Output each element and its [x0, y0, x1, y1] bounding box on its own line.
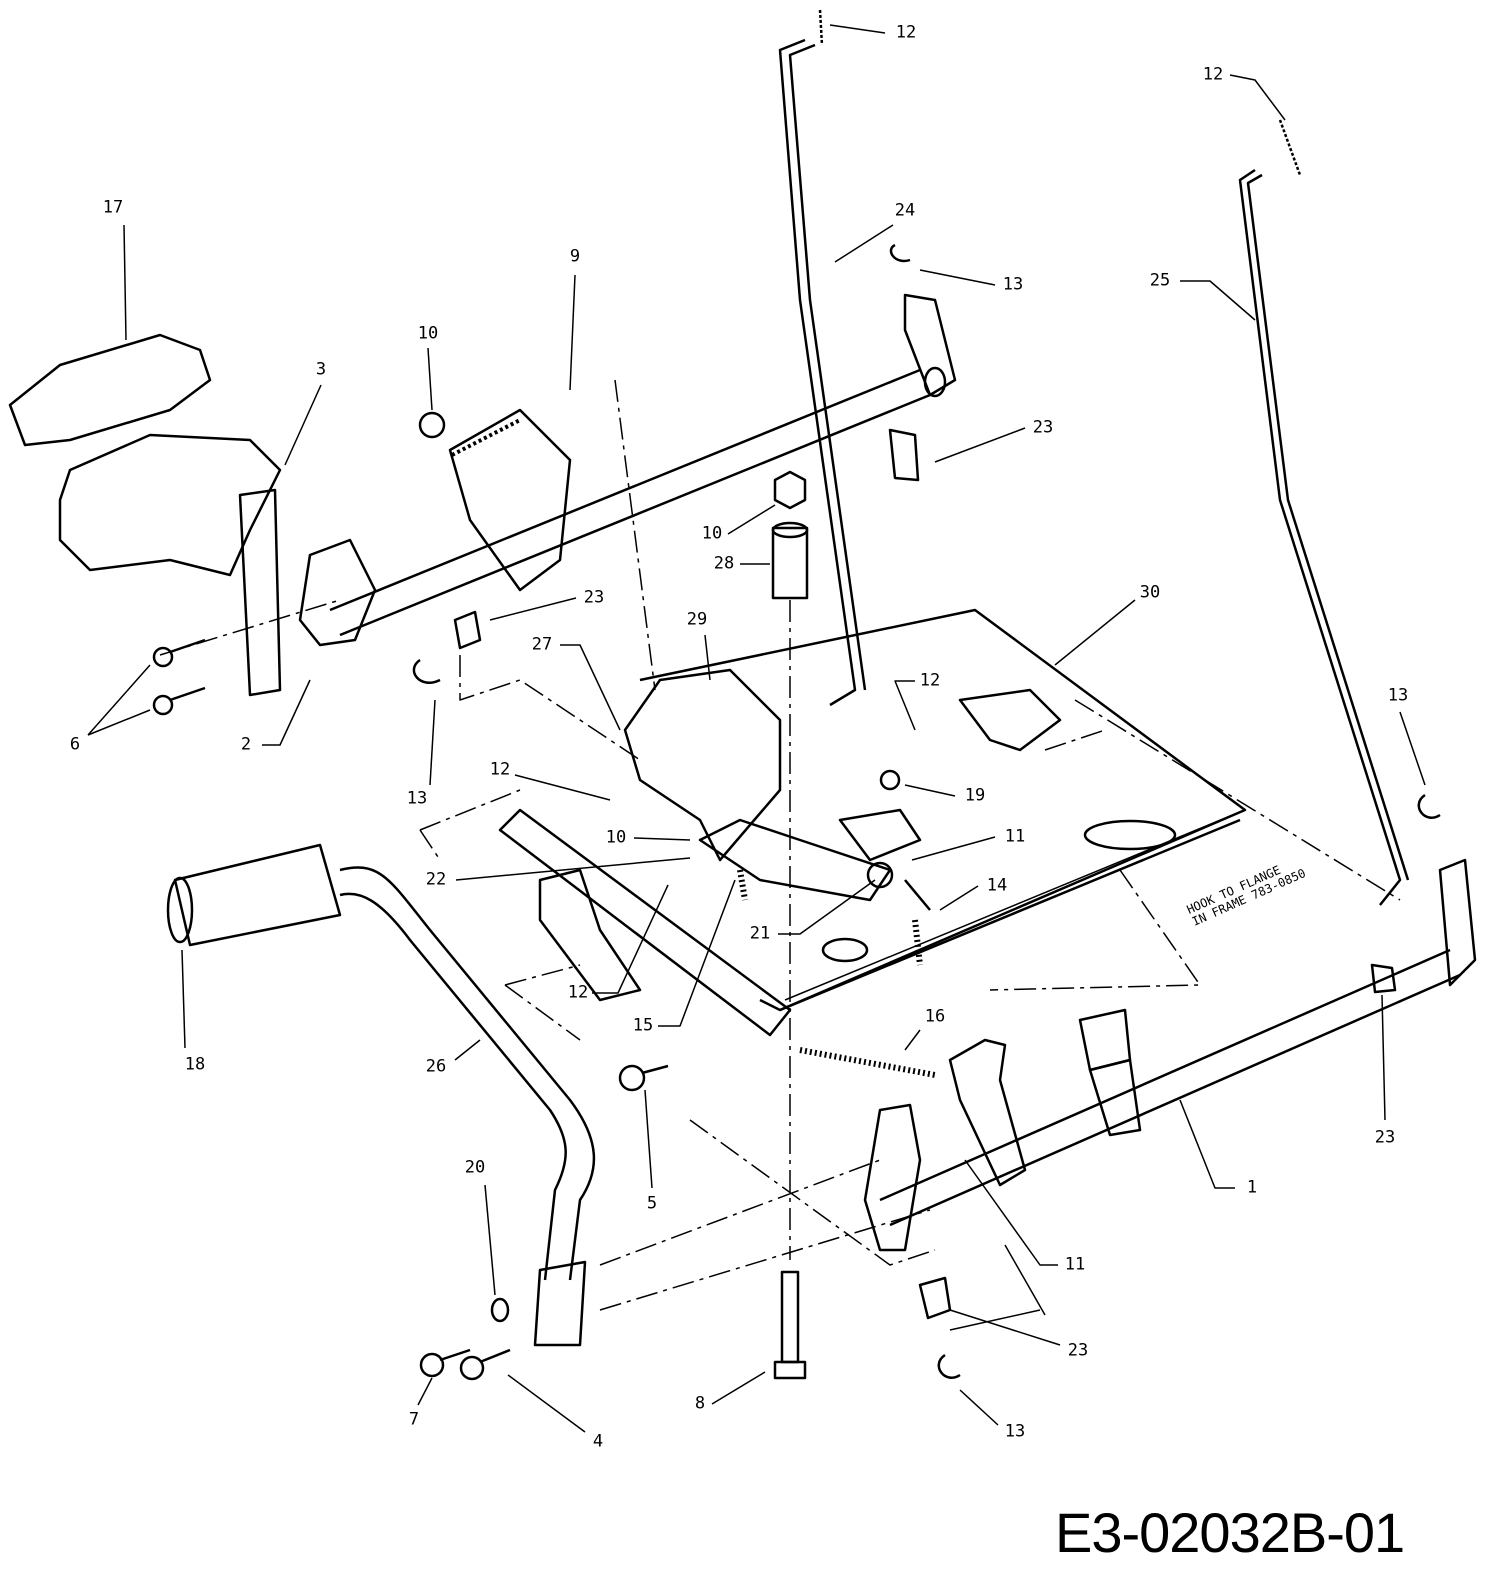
pedal-pads	[8, 333, 377, 697]
control-rods	[778, 38, 1410, 906]
callout-2: 2	[240, 734, 252, 755]
springs	[737, 869, 936, 1078]
callout-13: 13	[1002, 274, 1024, 295]
callout-29: 29	[686, 609, 708, 630]
callout-6: 6	[69, 734, 81, 755]
mounting-plate	[639, 608, 1247, 1012]
callout-25: 25	[1149, 270, 1171, 291]
lower-shaft	[879, 858, 1477, 1227]
callout-10: 10	[417, 323, 439, 344]
spacer-and-nut	[771, 470, 809, 600]
leader-lines	[87, 24, 1426, 1433]
handle-assembly	[166, 843, 596, 1347]
callout-17: 17	[102, 197, 124, 218]
callout-18: 18	[184, 1054, 206, 1075]
callout-13: 13	[1004, 1421, 1026, 1442]
callout-10: 10	[605, 827, 627, 848]
callout-1: 1	[1246, 1177, 1258, 1198]
callout-23: 23	[583, 587, 605, 608]
callout-19: 19	[964, 785, 986, 806]
callout-12: 12	[895, 22, 917, 43]
callout-12: 12	[1202, 64, 1224, 85]
lower-brackets	[863, 1038, 1027, 1252]
callout-14: 14	[986, 875, 1008, 896]
hardware	[152, 9, 1441, 1381]
callout-28: 28	[713, 553, 735, 574]
callout-11: 11	[1064, 1254, 1086, 1275]
callout-15: 15	[632, 1015, 654, 1036]
callout-23: 23	[1032, 417, 1054, 438]
callout-22: 22	[425, 869, 447, 890]
centerlines	[159, 379, 1401, 1311]
callout-9: 9	[569, 246, 581, 267]
callout-23: 23	[1374, 1127, 1396, 1148]
callout-10: 10	[701, 523, 723, 544]
callout-24: 24	[894, 200, 916, 221]
upper-shaft	[329, 293, 957, 637]
callout-12: 12	[567, 982, 589, 1003]
drawing-code: E3-02032B-01	[1055, 1501, 1405, 1564]
callout-26: 26	[425, 1056, 447, 1077]
callout-16: 16	[924, 1006, 946, 1027]
callout-20: 20	[464, 1157, 486, 1178]
callout-3: 3	[315, 359, 327, 380]
callout-13: 13	[1387, 685, 1409, 706]
callout-23: 23	[1067, 1340, 1089, 1361]
callout-12: 12	[919, 670, 941, 691]
center-bracket	[623, 668, 892, 902]
callout-4: 4	[592, 1431, 604, 1452]
sector-bracket	[448, 408, 572, 592]
callout-11: 11	[1004, 826, 1026, 847]
callout-7: 7	[408, 1409, 420, 1430]
callout-21: 21	[749, 923, 771, 944]
pivot-bolt	[773, 1270, 807, 1380]
callout-27: 27	[531, 634, 553, 655]
callout-5: 5	[646, 1193, 658, 1214]
callout-8: 8	[694, 1393, 706, 1414]
callout-12: 12	[489, 759, 511, 780]
callout-13: 13	[406, 788, 428, 809]
callout-30: 30	[1139, 582, 1161, 603]
lever-arm	[498, 808, 931, 1037]
